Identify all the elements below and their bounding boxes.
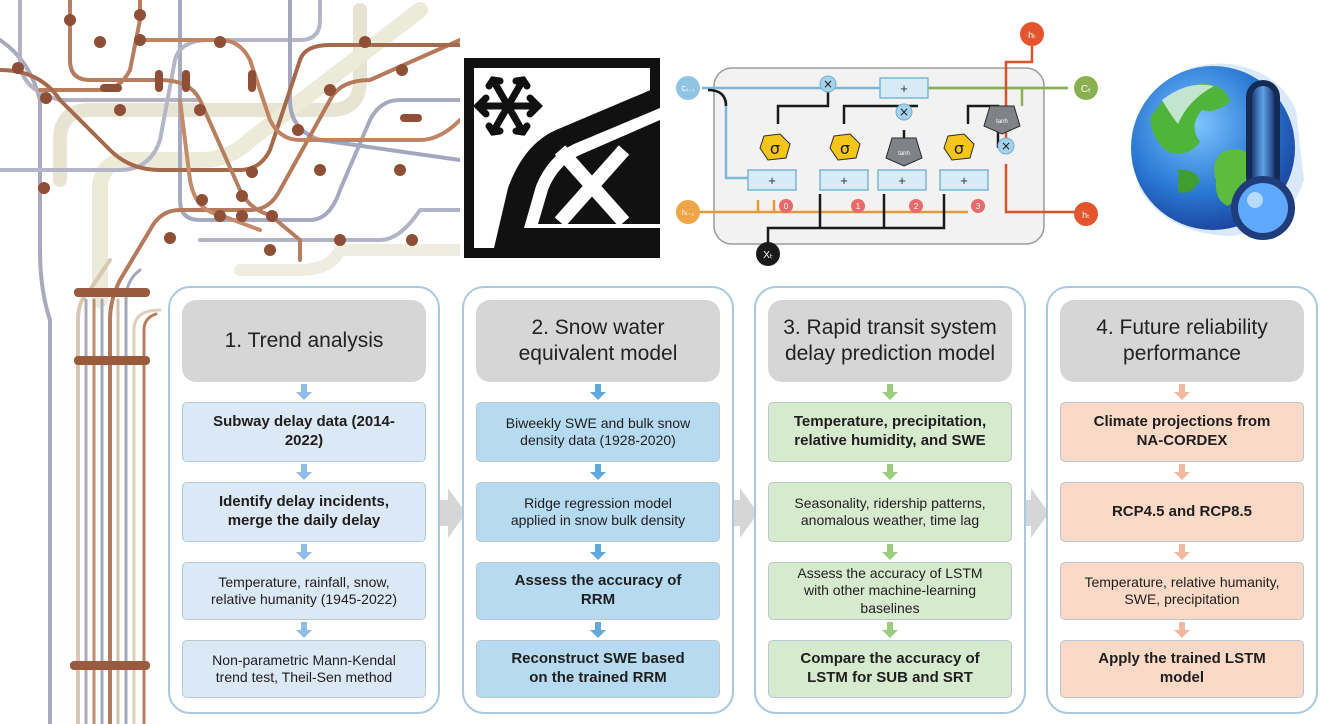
subway-map-icon xyxy=(0,0,460,724)
down-arrow-icon xyxy=(882,544,898,560)
gate-index-1: 1 xyxy=(856,202,861,211)
panel-trend-analysis: 1. Trend analysis Subway delay data (201… xyxy=(168,286,440,714)
down-arrow-icon xyxy=(882,384,898,400)
gate-index-3: 3 xyxy=(976,202,981,211)
sigma-gate-3: σ xyxy=(954,139,964,158)
down-arrow-icon xyxy=(590,544,606,560)
panel-delay-prediction: 3. Rapid transit system delay prediction… xyxy=(754,286,1026,714)
flow-arrow-1-to-2 xyxy=(432,488,466,538)
gate-plus-0: + xyxy=(768,173,776,188)
c-prev-label: Cₜ₋₁ xyxy=(681,86,695,93)
step-box: Temperature, relative humanity, SWE, pre… xyxy=(1060,562,1304,620)
panel-title: 3. Rapid transit system delay prediction… xyxy=(768,300,1012,382)
h-t-right-label: hₜ xyxy=(1082,210,1090,220)
step-box: Climate projections from NA-CORDEX xyxy=(1060,402,1304,462)
step-box: Temperature, precipitation, relative hum… xyxy=(768,402,1012,462)
down-arrow-icon xyxy=(296,464,312,480)
step-box: Identify delay incidents, merge the dail… xyxy=(182,482,426,542)
cell-plus: + xyxy=(900,81,908,96)
down-arrow-icon xyxy=(590,464,606,480)
snow-train-cancel-icon xyxy=(464,58,660,258)
climate-earth-thermometer-icon xyxy=(1131,63,1304,240)
down-arrow-icon xyxy=(1174,622,1190,638)
down-arrow-icon xyxy=(296,384,312,400)
step-box: Compare the accuracy of LSTM for SUB and… xyxy=(768,640,1012,698)
down-arrow-icon xyxy=(1174,384,1190,400)
multiply-node-output: × xyxy=(1001,139,1011,153)
panel-title: 4. Future reliability performance xyxy=(1060,300,1304,382)
step-box: Ridge regression model applied in snow b… xyxy=(476,482,720,542)
sigma-gate-0: σ xyxy=(770,139,780,158)
step-box: Biweekly SWE and bulk snow density data … xyxy=(476,402,720,462)
tanh-gate-out: tanh xyxy=(996,119,1008,125)
down-arrow-icon xyxy=(590,384,606,400)
h-t-top-label: hₜ xyxy=(1028,30,1036,40)
step-box: Apply the trained LSTM model xyxy=(1060,640,1304,698)
panel-snow-water-equivalent: 2. Snow water equivalent model Biweekly … xyxy=(462,286,734,714)
down-arrow-icon xyxy=(296,622,312,638)
gate-index-2: 2 xyxy=(914,202,919,211)
down-arrow-icon xyxy=(1174,544,1190,560)
panel-future-reliability: 4. Future reliability performance Climat… xyxy=(1046,286,1318,714)
gate-plus-2: + xyxy=(898,173,906,188)
c-t-label: Cₜ xyxy=(1081,84,1091,95)
gate-plus-3: + xyxy=(960,173,968,188)
step-box: RCP4.5 and RCP8.5 xyxy=(1060,482,1304,542)
down-arrow-icon xyxy=(882,464,898,480)
step-box: Assess the accuracy of RRM xyxy=(476,562,720,620)
gate-plus-1: + xyxy=(840,173,848,188)
step-box: Non-parametric Mann-Kendal trend test, T… xyxy=(182,640,426,698)
panel-title: 2. Snow water equivalent model xyxy=(476,300,720,382)
lstm-cell-icon: + + + + + σ σ σ tanh tanh × × × 0 xyxy=(676,22,1098,266)
step-box: Subway delay data (2014- 2022) xyxy=(182,402,426,462)
down-arrow-icon xyxy=(1174,464,1190,480)
multiply-node-forget: × xyxy=(823,77,833,91)
gate-index-0: 0 xyxy=(784,202,789,211)
down-arrow-icon xyxy=(882,622,898,638)
step-box: Assess the accuracy of LSTM with other m… xyxy=(768,562,1012,620)
down-arrow-icon xyxy=(296,544,312,560)
step-box: Reconstruct SWE based on the trained RRM xyxy=(476,640,720,698)
sigma-gate-1: σ xyxy=(840,139,850,158)
x-t-label: Xₜ xyxy=(763,250,773,261)
down-arrow-icon xyxy=(590,622,606,638)
step-box: Temperature, rainfall, snow, relative hu… xyxy=(182,562,426,620)
step-box: Seasonality, ridership patterns, anomalo… xyxy=(768,482,1012,542)
multiply-node-input: × xyxy=(899,105,909,119)
tanh-gate-2: tanh xyxy=(898,151,910,157)
h-prev-label: hₜ₋₁ xyxy=(682,210,695,217)
panel-title: 1. Trend analysis xyxy=(182,300,426,382)
